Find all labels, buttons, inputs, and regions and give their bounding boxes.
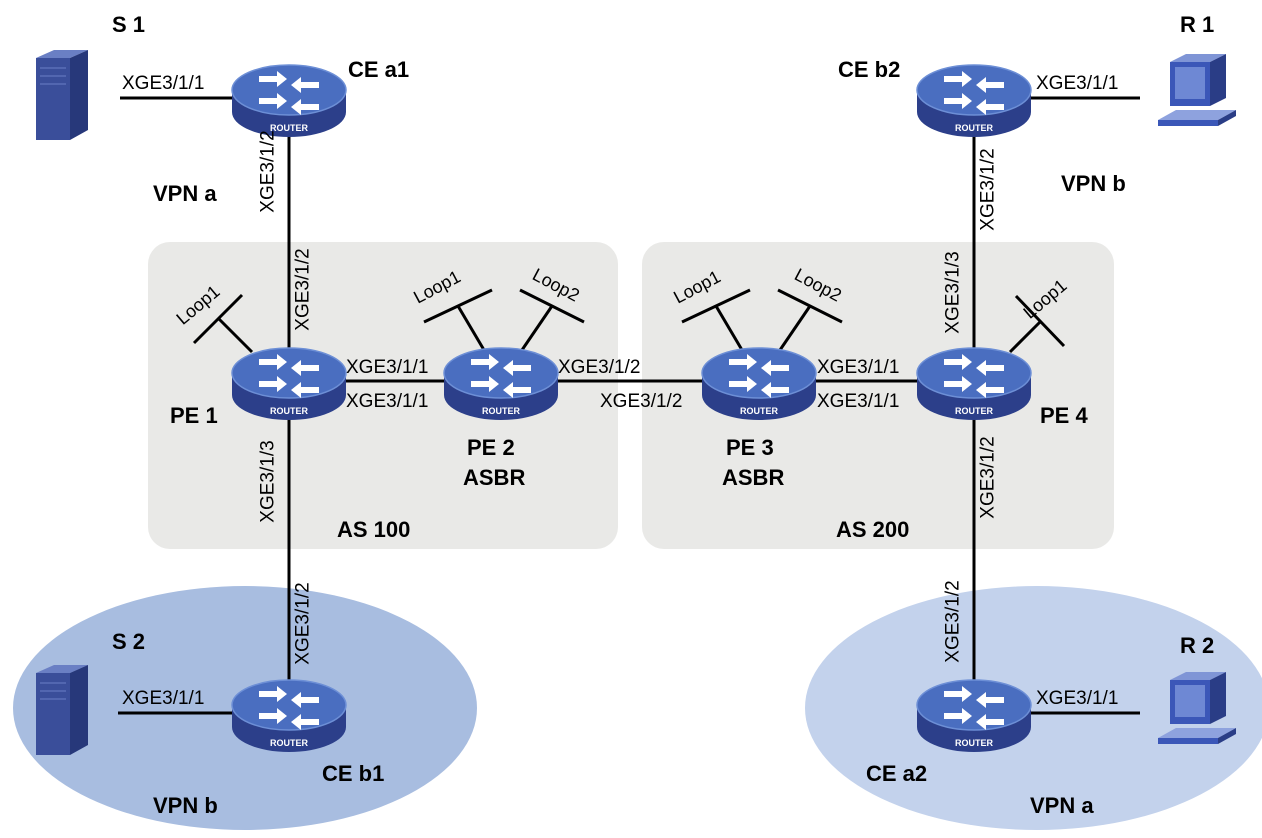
pe1-loop1-bar: [192, 293, 244, 345]
pe2-badge: ROUTER: [482, 406, 521, 416]
pe1-loop1-stub: [216, 316, 254, 354]
host-r1-label: R 1: [1180, 12, 1215, 37]
port-pe1-pe2-a: XGE3/1/1: [346, 357, 429, 378]
vpn-a-site-ellipse: [805, 586, 1262, 830]
ce-b2-badge: ROUTER: [955, 123, 994, 133]
pe3-loop1-stub: [714, 305, 744, 351]
port-pe3-pe2: XGE3/1/2: [600, 391, 683, 412]
router-ce-b1-label: CE b1: [322, 761, 385, 786]
router-ce-a1-label: CE a1: [348, 57, 410, 82]
router-pe2-role: ASBR: [463, 465, 526, 490]
host-s2-label: S 2: [112, 629, 146, 654]
port-cea2-up: XGE3/1/2: [942, 580, 964, 663]
port-pe4-down: XGE3/1/2: [977, 436, 999, 519]
port-s1-cea1: XGE3/1/1: [122, 73, 205, 94]
pe3-badge: ROUTER: [740, 406, 779, 416]
ce-a1-badge: ROUTER: [270, 123, 309, 133]
port-ceb2-down: XGE3/1/2: [977, 148, 999, 231]
as100-label: AS 100: [337, 517, 411, 542]
router-ce-b2-label: CE b2: [838, 57, 901, 82]
port-pe3-pe4-b: XGE3/1/1: [817, 391, 900, 412]
pe2-loop2-stub: [520, 305, 554, 351]
as200-label: AS 200: [836, 517, 910, 542]
port-pe1-down: XGE3/1/3: [257, 440, 279, 523]
port-cea1-down: XGE3/1/2: [257, 130, 279, 213]
port-ceb2-r1: XGE3/1/1: [1036, 73, 1119, 94]
vpn-b-top-label: VPN b: [1061, 171, 1126, 196]
vpn-a-bottom-label: VPN a: [1030, 793, 1094, 818]
pe2-loop2-bar: [519, 288, 585, 324]
pe3-loop1-bar: [681, 288, 751, 324]
port-pe3-pe4-a: XGE3/1/1: [817, 357, 900, 378]
router-pe1-label: PE 1: [170, 403, 218, 428]
router-pe2-label: PE 2: [467, 435, 515, 460]
as200-area: [642, 242, 1114, 549]
pe4-badge: ROUTER: [955, 406, 994, 416]
pe2-loop1-bar: [423, 288, 493, 324]
pe3-loop2-stub: [778, 305, 812, 351]
pe3-loop2-bar: [777, 288, 843, 324]
router-pe4-label: PE 4: [1040, 403, 1088, 428]
pe1-badge: ROUTER: [270, 406, 309, 416]
port-cea2-r2: XGE3/1/1: [1036, 688, 1119, 709]
pe4-loop1-stub: [1008, 320, 1042, 354]
vpn-a-top-label: VPN a: [153, 181, 217, 206]
host-s1-label: S 1: [112, 12, 146, 37]
ce-b1-badge: ROUTER: [270, 738, 309, 748]
pe2-loop1-stub: [456, 305, 486, 351]
port-ceb1-up: XGE3/1/2: [292, 582, 314, 665]
port-pe4-up: XGE3/1/3: [942, 251, 964, 334]
server-s2-icon: [35, 664, 89, 756]
as100-area: [148, 242, 618, 549]
port-pe1-pe2-b: XGE3/1/1: [346, 391, 429, 412]
vpn-b-bottom-label: VPN b: [153, 793, 218, 818]
pe4-loop1-bar: [1014, 294, 1066, 348]
ce-a2-badge: ROUTER: [955, 738, 994, 748]
pc-r1-icon: [1158, 54, 1236, 126]
router-pe3-label: PE 3: [726, 435, 774, 460]
port-s2-ceb1: XGE3/1/1: [122, 688, 205, 709]
router-ce-a2-label: CE a2: [866, 761, 928, 786]
port-pe2-pe3: XGE3/1/2: [558, 357, 641, 378]
router-pe3-role: ASBR: [722, 465, 785, 490]
server-s1-icon: [35, 49, 89, 141]
port-pe1-up: XGE3/1/2: [292, 248, 314, 331]
host-r2-label: R 2: [1180, 633, 1215, 658]
